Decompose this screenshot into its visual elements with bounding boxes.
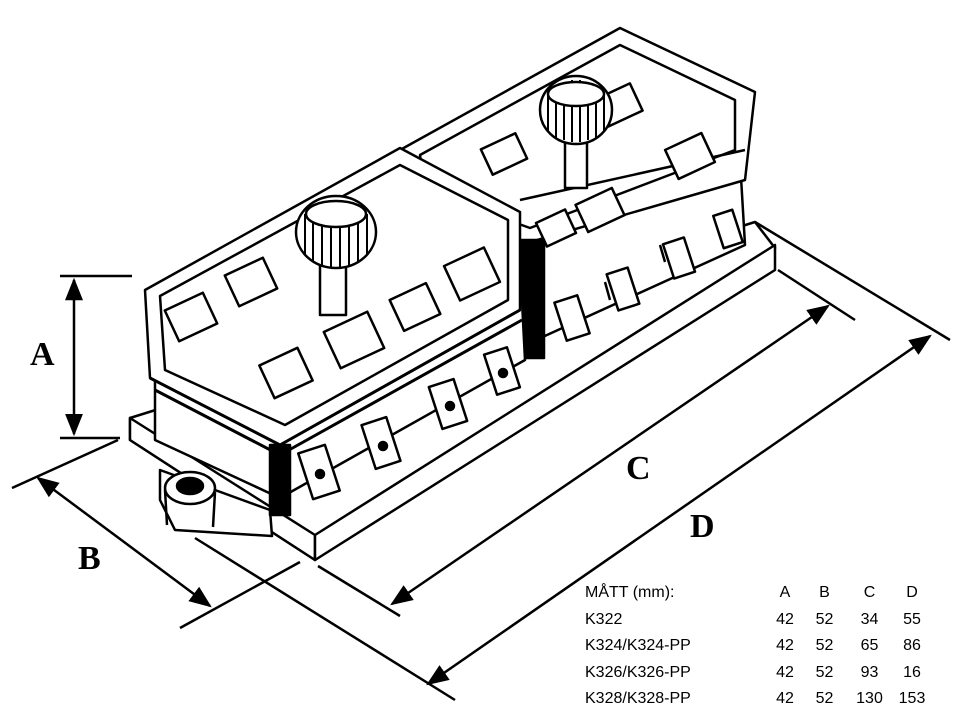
dimension-label-d: D bbox=[690, 508, 715, 545]
cell-c: 130 bbox=[856, 690, 883, 707]
cell-a: 42 bbox=[776, 690, 794, 707]
cell-c: 93 bbox=[860, 663, 879, 681]
cell-c: 34 bbox=[860, 610, 879, 628]
cell-d: 86 bbox=[903, 637, 921, 654]
dimension-label-b: B bbox=[78, 540, 101, 577]
cell-b: 52 bbox=[815, 663, 834, 681]
dimension-label-c: C bbox=[626, 450, 651, 487]
fuse-holder-rear bbox=[398, 26, 757, 360]
column-header-d: D bbox=[906, 584, 918, 601]
table-row: K326/K326-PP 42 52 93 16 bbox=[585, 660, 932, 687]
model-name: K326/K326-PP bbox=[585, 663, 691, 681]
column-header-a: A bbox=[779, 584, 791, 601]
cell-a: 42 bbox=[776, 637, 794, 654]
cell-c: 65 bbox=[860, 637, 879, 654]
column-header-b: B bbox=[819, 584, 830, 601]
dimensions-table: MÅTT (mm): A B C D K322 42 52 34 55 K324… bbox=[585, 580, 932, 713]
cell-a: 42 bbox=[776, 610, 794, 628]
table-header-row: MÅTT (mm): A B C D bbox=[585, 580, 932, 607]
cell-b: 52 bbox=[815, 610, 834, 628]
table-row: K322 42 52 34 55 bbox=[585, 607, 932, 634]
model-name: K324/K324-PP bbox=[585, 637, 691, 654]
cell-d: 55 bbox=[903, 610, 921, 628]
cell-b: 52 bbox=[815, 637, 834, 654]
cell-d: 16 bbox=[903, 663, 921, 681]
dimension-d bbox=[194, 220, 951, 702]
model-name: K322 bbox=[585, 610, 623, 628]
dimension-b bbox=[11, 438, 301, 630]
dimension-label-a: A bbox=[30, 336, 55, 373]
table-row: K328/K328-PP 42 52 130 153 bbox=[585, 686, 932, 713]
table-row: K324/K324-PP 42 52 65 86 bbox=[585, 633, 932, 660]
table-title: MÅTT (mm): bbox=[585, 584, 675, 601]
dimension-a bbox=[60, 274, 132, 440]
column-header-c: C bbox=[863, 584, 876, 601]
cell-b: 52 bbox=[815, 690, 834, 707]
cell-a: 42 bbox=[776, 663, 794, 681]
model-name: K328/K328-PP bbox=[585, 690, 691, 707]
cell-d: 153 bbox=[898, 690, 926, 707]
